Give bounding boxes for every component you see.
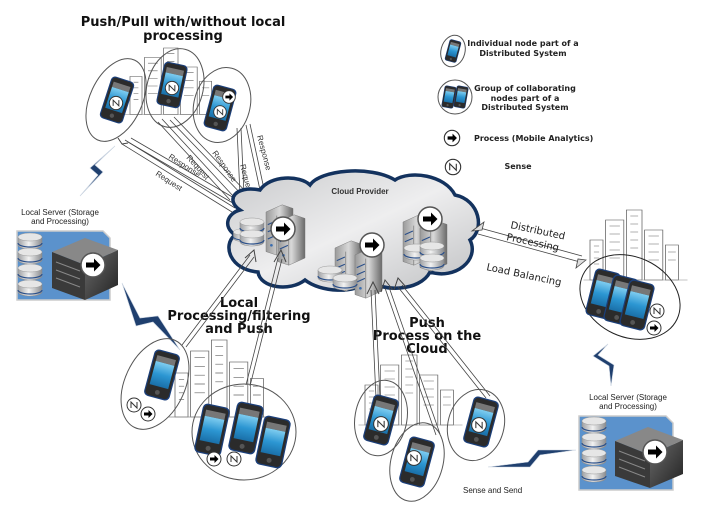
sense-icon [213, 105, 227, 119]
process-icon [222, 90, 236, 104]
sense-icon [444, 158, 462, 176]
svg-text:Sense: Sense [504, 162, 532, 171]
sense-and-send-label: Sense and Send [463, 486, 522, 495]
svg-text:Processing/filtering: Processing/filtering [167, 309, 310, 324]
distributed-processing-link: Distributed Processing Load Balancing [470, 220, 587, 289]
push-arrows-center [366, 277, 491, 436]
request-response-arrows [117, 116, 265, 213]
database-icon [239, 229, 265, 247]
svg-text:and Processing): and Processing) [31, 217, 89, 226]
bottom-center-node-3 [446, 388, 506, 462]
svg-text:Local: Local [220, 296, 258, 311]
database-icon [581, 448, 607, 466]
process-icon [270, 216, 296, 242]
top-node-3 [192, 67, 252, 143]
database-icon [17, 247, 43, 265]
top-node-2 [145, 48, 205, 128]
process-icon [642, 439, 668, 465]
svg-text:Individual node part of a: Individual node part of a [467, 39, 578, 48]
top-node-1 [85, 58, 147, 142]
sense-icon [226, 451, 242, 467]
process-icon [80, 252, 106, 278]
server-icon [52, 238, 118, 300]
database-icon [17, 263, 43, 281]
database-icon [581, 465, 607, 483]
right-node-group [579, 254, 681, 340]
bottom-center-node-2 [389, 422, 445, 502]
svg-text:Cloud: Cloud [406, 342, 448, 357]
process-icon [359, 232, 385, 258]
database-icon [419, 253, 445, 271]
sense-icon [373, 416, 389, 432]
legend-process: Process (Mobile Analytics) [443, 129, 593, 147]
lightning-bolt-icon [121, 282, 181, 351]
title-push-pull: Push/Pull with/without local processing [81, 15, 286, 44]
local-server-left: Local Server (Storage and Processing) [16, 208, 118, 301]
svg-text:Local Server (Storage: Local Server (Storage [21, 208, 99, 217]
local-server-right: Local Server (Storage and Processing) [578, 393, 683, 491]
svg-text:Process on the: Process on the [373, 329, 482, 344]
lightning-bolt-icon [487, 449, 577, 468]
process-icon [417, 206, 443, 232]
bottom-left-single-node [120, 338, 190, 430]
svg-text:Distributed System: Distributed System [481, 103, 568, 112]
legend-sense: Sense [444, 158, 532, 176]
push-arrows-left [181, 248, 287, 387]
svg-text:and Push: and Push [205, 322, 273, 337]
database-icon [17, 279, 43, 297]
svg-text:Process (Mobile Analytics): Process (Mobile Analytics) [474, 134, 593, 143]
sense-icon [406, 450, 422, 466]
svg-text:Push/Pull with/without local: Push/Pull with/without local [81, 15, 286, 30]
svg-text:Group of collaborating: Group of collaborating [474, 84, 576, 93]
sense-icon [649, 303, 665, 319]
sense-icon [164, 80, 180, 96]
bottom-left-node-group [191, 383, 297, 481]
process-icon [646, 320, 662, 336]
bottom-center-node-1 [354, 379, 408, 457]
process-icon [140, 406, 156, 422]
svg-text:Cloud Provider: Cloud Provider [331, 187, 388, 196]
legend-individual-node: Individual node part of a Distributed Sy… [440, 34, 579, 68]
svg-text:Distributed System: Distributed System [479, 49, 566, 58]
title-push-cloud: Push Process on the Cloud [373, 316, 482, 357]
svg-text:and Processing): and Processing) [599, 402, 657, 411]
cloud-provider: Cloud Provider [225, 169, 481, 299]
legend-group-nodes: Group of collaborating nodes part of a D… [437, 79, 576, 115]
lightning-bolt-icon [79, 145, 116, 197]
database-icon [581, 432, 607, 450]
process-icon [443, 129, 461, 147]
svg-text:processing: processing [143, 29, 223, 44]
process-icon [206, 451, 222, 467]
sense-icon [471, 417, 487, 433]
database-icon [17, 232, 43, 250]
sense-icon [126, 397, 142, 413]
database-icon [332, 273, 358, 291]
svg-text:Local Server (Storage: Local Server (Storage [589, 393, 667, 402]
database-icon [581, 416, 607, 434]
lightning-bolt-icon [592, 343, 615, 387]
svg-text:Load Balancing: Load Balancing [485, 262, 562, 289]
svg-text:Response: Response [255, 134, 273, 172]
title-local-processing: Local Processing/filtering and Push [167, 296, 310, 337]
svg-text:nodes part of a: nodes part of a [491, 94, 560, 103]
sense-icon [108, 95, 124, 111]
smartphone-icon [193, 402, 231, 458]
wireless-links [79, 145, 615, 468]
legend: Individual node part of a Distributed Sy… [437, 34, 593, 176]
